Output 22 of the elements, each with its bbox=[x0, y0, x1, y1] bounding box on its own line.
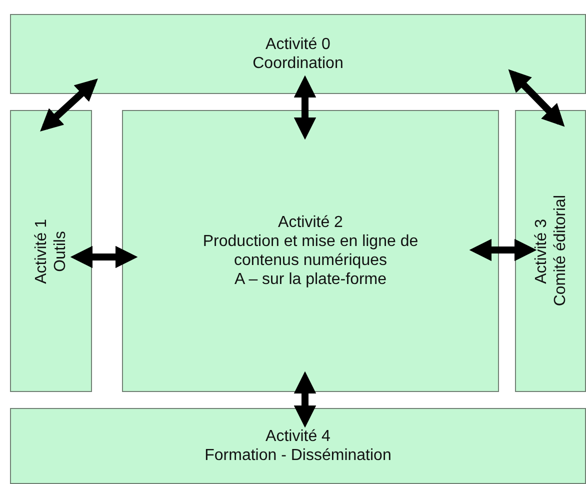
activity-title: Activité 3 bbox=[532, 218, 550, 284]
double-arrow bbox=[508, 69, 565, 127]
activity-text: Outils bbox=[51, 230, 70, 272]
activity-box bbox=[515, 110, 586, 392]
activity-text: Coordination bbox=[252, 54, 344, 73]
activity-title: Activité 4 bbox=[266, 427, 330, 446]
double-arrow bbox=[294, 371, 316, 428]
activity-text: Comité éditorial bbox=[550, 195, 570, 307]
double-arrow bbox=[469, 238, 537, 262]
activity-box bbox=[10, 110, 92, 392]
double-arrow bbox=[40, 78, 98, 132]
activity-text: Production et mise en ligne de contenus numériques bbox=[202, 232, 420, 270]
activity-box bbox=[122, 110, 499, 392]
double-arrow bbox=[70, 246, 138, 268]
activity-text: Formation - Dissémination bbox=[204, 446, 392, 465]
activity-title: Activité 0 bbox=[266, 35, 330, 54]
double-arrow bbox=[294, 75, 316, 140]
activity-text: A – sur la plate-forme bbox=[234, 270, 387, 289]
activity-title: Activité 1 bbox=[32, 218, 51, 284]
activity-box bbox=[10, 408, 586, 484]
activity-box bbox=[10, 14, 586, 94]
activity-title: Activité 2 bbox=[278, 213, 343, 232]
